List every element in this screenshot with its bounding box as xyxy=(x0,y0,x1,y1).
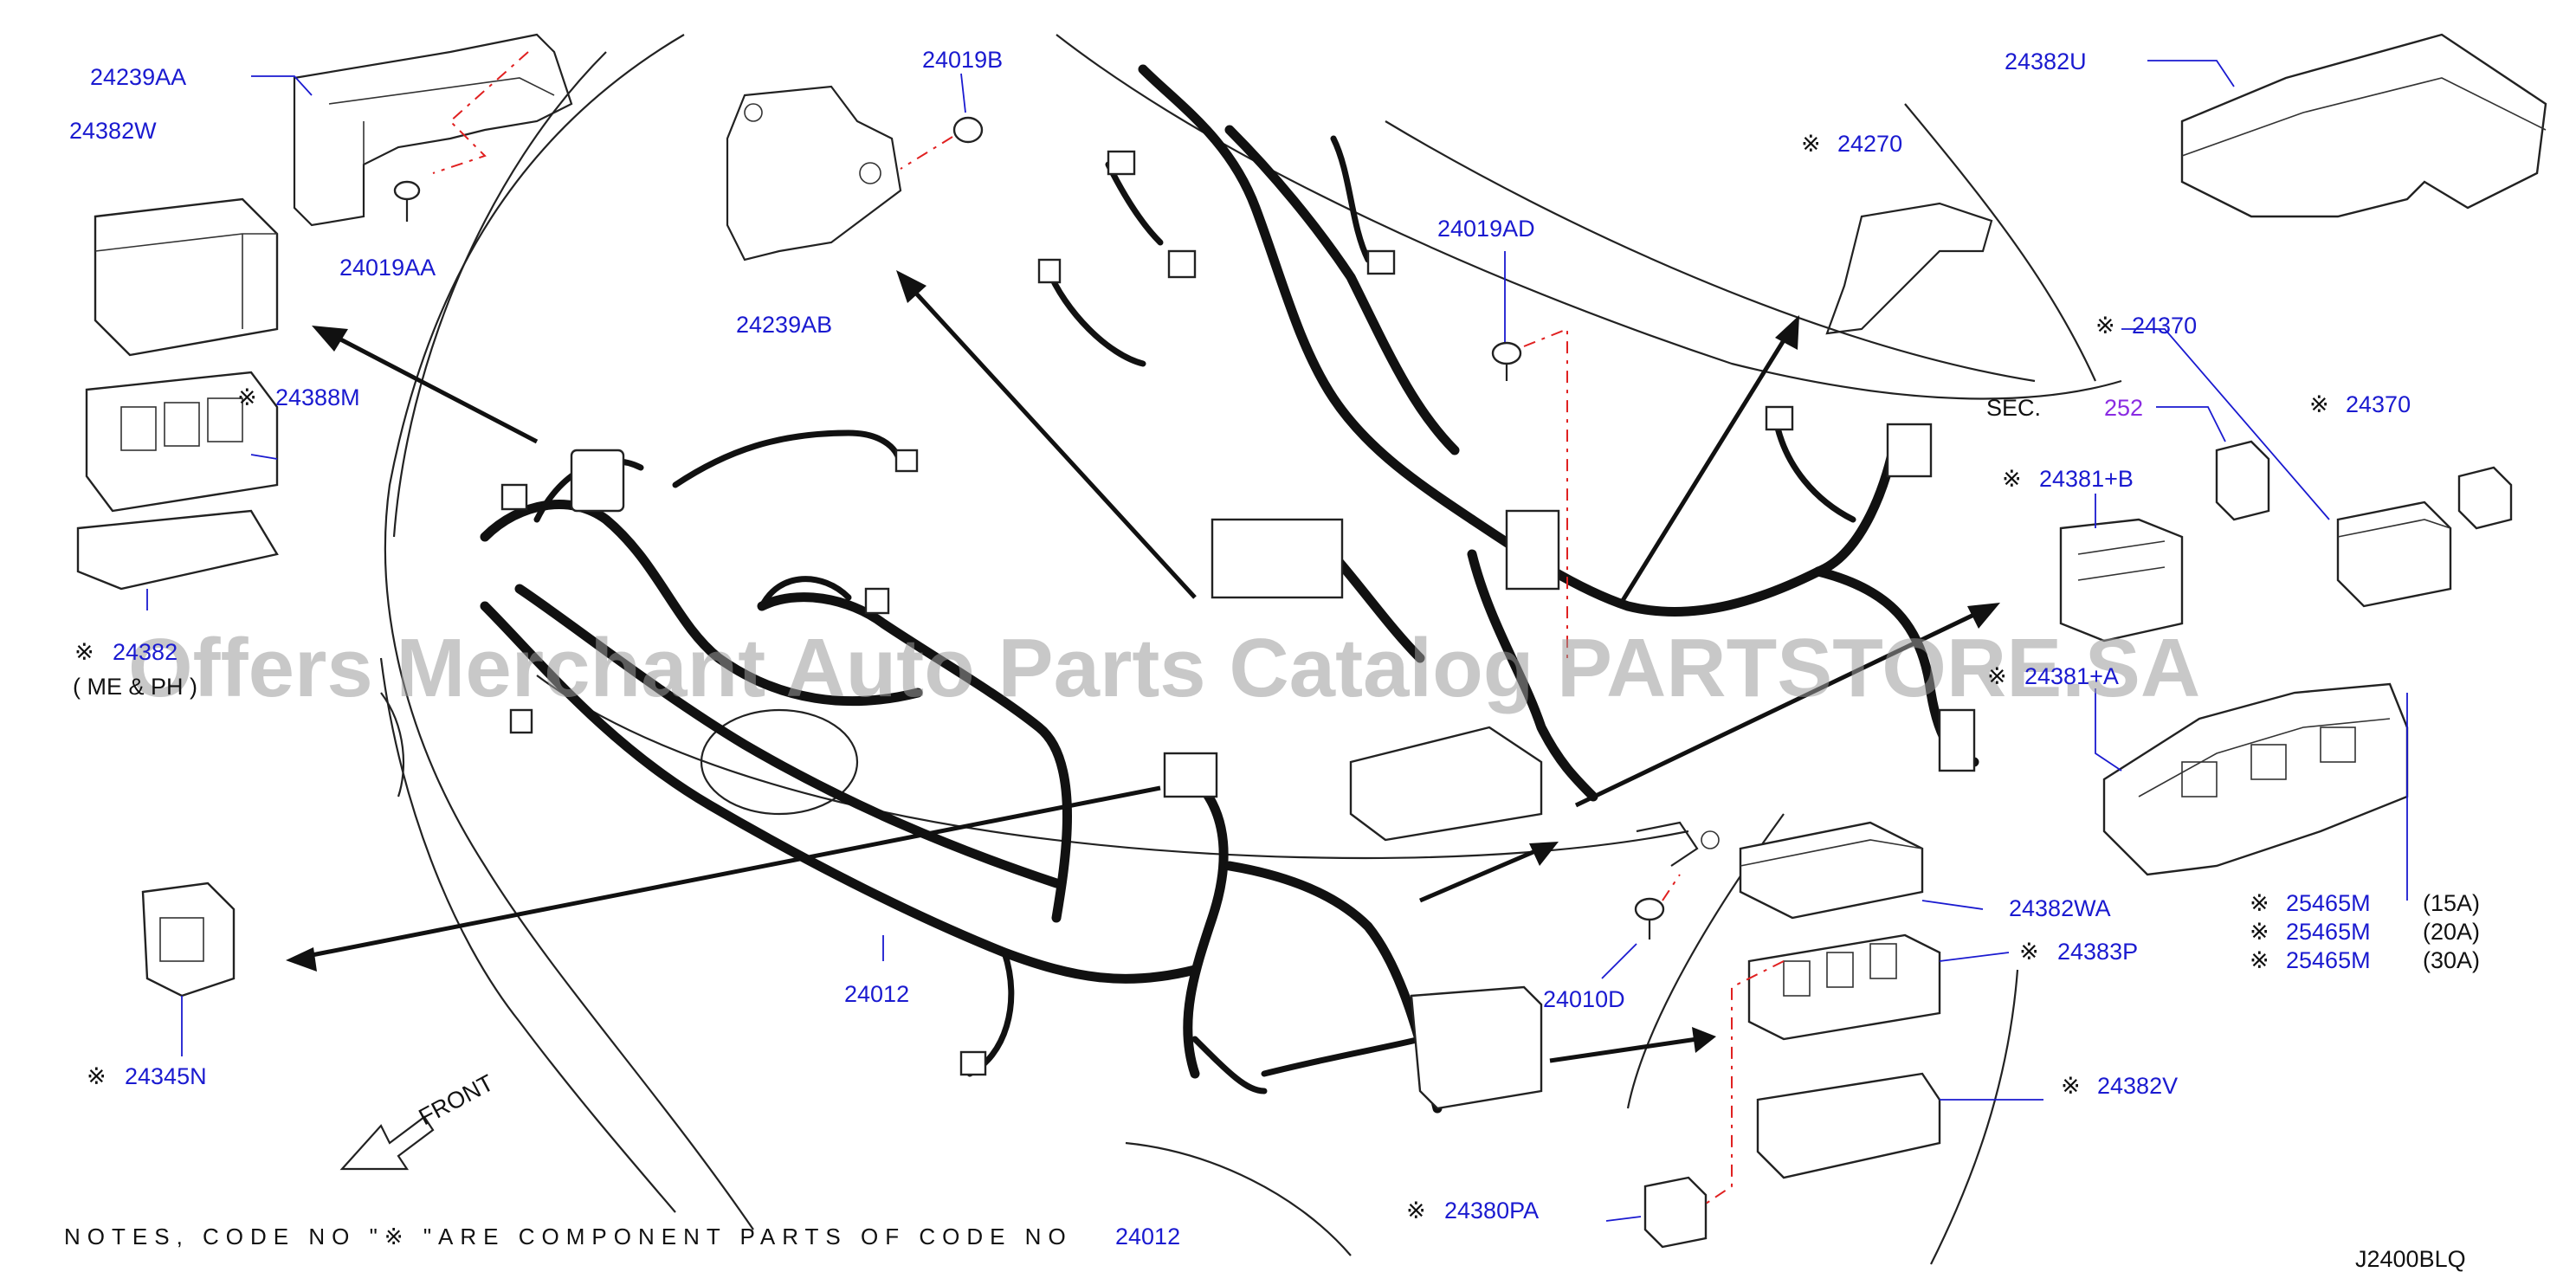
star-24381B: ※ xyxy=(2002,466,2022,492)
harness-connectors xyxy=(500,150,1976,1110)
star-24381A: ※ xyxy=(1987,663,2007,689)
part-24370-relay-b xyxy=(2457,466,2513,530)
star-24382-left: ※ xyxy=(74,639,94,665)
label-24381B[interactable]: 24381+B xyxy=(2039,466,2134,492)
label-front: FRONT xyxy=(415,1069,498,1130)
star-25465M-15: ※ xyxy=(2250,890,2269,916)
diagram-id: J2400BLQ xyxy=(2355,1246,2466,1272)
label-me-ph: ( ME & PH ) xyxy=(73,674,197,700)
part-24370-relay-a xyxy=(2336,500,2452,608)
part-labels: 24239AA 24382W 24019AA 24019B 24239AB ※ … xyxy=(64,47,2480,1272)
star-24382V: ※ xyxy=(2061,1073,2081,1099)
label-24383P[interactable]: 24383P xyxy=(2057,939,2138,965)
label-sec-252[interactable]: 252 xyxy=(2104,395,2143,421)
label-24382U[interactable]: 24382U xyxy=(2005,48,2087,74)
notes-text: NOTES, CODE NO "※ "ARE COMPONENT PARTS O… xyxy=(64,1224,1073,1249)
pointer-arrows xyxy=(286,270,2000,1063)
label-24370-b[interactable]: 24370 xyxy=(2346,391,2411,417)
label-24382WA[interactable]: 24382WA xyxy=(2009,895,2111,921)
star-24383P: ※ xyxy=(2019,939,2039,965)
part-sec252-relay xyxy=(2215,440,2270,521)
star-24345N: ※ xyxy=(87,1063,107,1089)
label-25465M-15[interactable]: 25465M xyxy=(2286,890,2371,916)
front-direction-arrow xyxy=(339,1115,435,1171)
star-25465M-20: ※ xyxy=(2250,919,2269,945)
label-24382-left[interactable]: 24382 xyxy=(113,639,178,665)
star-24380PA: ※ xyxy=(1406,1198,1426,1224)
part-24383P-fuse-block xyxy=(1747,933,1941,1041)
amp-15: (15A) xyxy=(2423,890,2480,916)
label-24012-main[interactable]: 24012 xyxy=(844,981,909,1007)
part-24388M-relay-block xyxy=(76,371,279,591)
label-sec: SEC. xyxy=(1986,395,2041,421)
part-24381B-fuse-block xyxy=(2059,518,2184,642)
label-24019B[interactable]: 24019B xyxy=(922,47,1003,73)
label-25465M-20[interactable]: 25465M xyxy=(2286,919,2371,945)
part-24019AD-bolt xyxy=(1491,341,1522,381)
label-24382W[interactable]: 24382W xyxy=(69,118,157,144)
leader-lines xyxy=(146,60,2408,1222)
star-24388M: ※ xyxy=(237,384,257,410)
part-24239AB-bracket xyxy=(726,85,902,262)
star-25465M-30: ※ xyxy=(2250,947,2269,973)
label-24010D[interactable]: 24010D xyxy=(1543,986,1625,1012)
amp-20: (20A) xyxy=(2423,919,2480,945)
watermark: Offers Merchant Auto Parts Catalog PARTS… xyxy=(128,622,2200,714)
amp-30: (30A) xyxy=(2423,947,2480,973)
label-24019AA[interactable]: 24019AA xyxy=(339,255,436,281)
notes-code[interactable]: 24012 xyxy=(1115,1224,1180,1249)
part-24382U-cover xyxy=(2180,33,2547,218)
label-25465M-30[interactable]: 25465M xyxy=(2286,947,2371,973)
label-24370-a[interactable]: 24370 xyxy=(2132,313,2197,339)
star-24370-b: ※ xyxy=(2309,391,2329,417)
part-24019B-nut xyxy=(952,116,984,144)
label-24019AD[interactable]: 24019AD xyxy=(1437,216,1535,242)
label-24239AB[interactable]: 24239AB xyxy=(736,312,832,338)
label-24239AA[interactable]: 24239AA xyxy=(90,64,186,90)
label-24345N[interactable]: 24345N xyxy=(125,1063,207,1089)
part-24019AA-bolt xyxy=(393,180,421,222)
star-24270: ※ xyxy=(1801,131,1821,157)
part-24382V-cover xyxy=(1756,1072,1941,1179)
part-24382WA-cover xyxy=(1739,821,1924,920)
part-24010D-bolt xyxy=(1634,821,1720,940)
part-24345N-connector xyxy=(141,881,236,998)
label-24382V[interactable]: 24382V xyxy=(2097,1073,2178,1099)
part-24270-bracket xyxy=(1825,202,1993,335)
label-24270[interactable]: 24270 xyxy=(1837,131,1902,157)
label-24381A[interactable]: 24381+A xyxy=(2024,663,2119,689)
part-24382W-cover xyxy=(94,197,279,357)
star-24370-a: ※ xyxy=(2095,313,2115,339)
part-24239AA-bracket xyxy=(293,33,573,227)
label-24388M[interactable]: 24388M xyxy=(275,384,360,410)
label-24380PA[interactable]: 24380PA xyxy=(1444,1198,1539,1224)
part-24380PA-fuse xyxy=(1643,1176,1708,1249)
